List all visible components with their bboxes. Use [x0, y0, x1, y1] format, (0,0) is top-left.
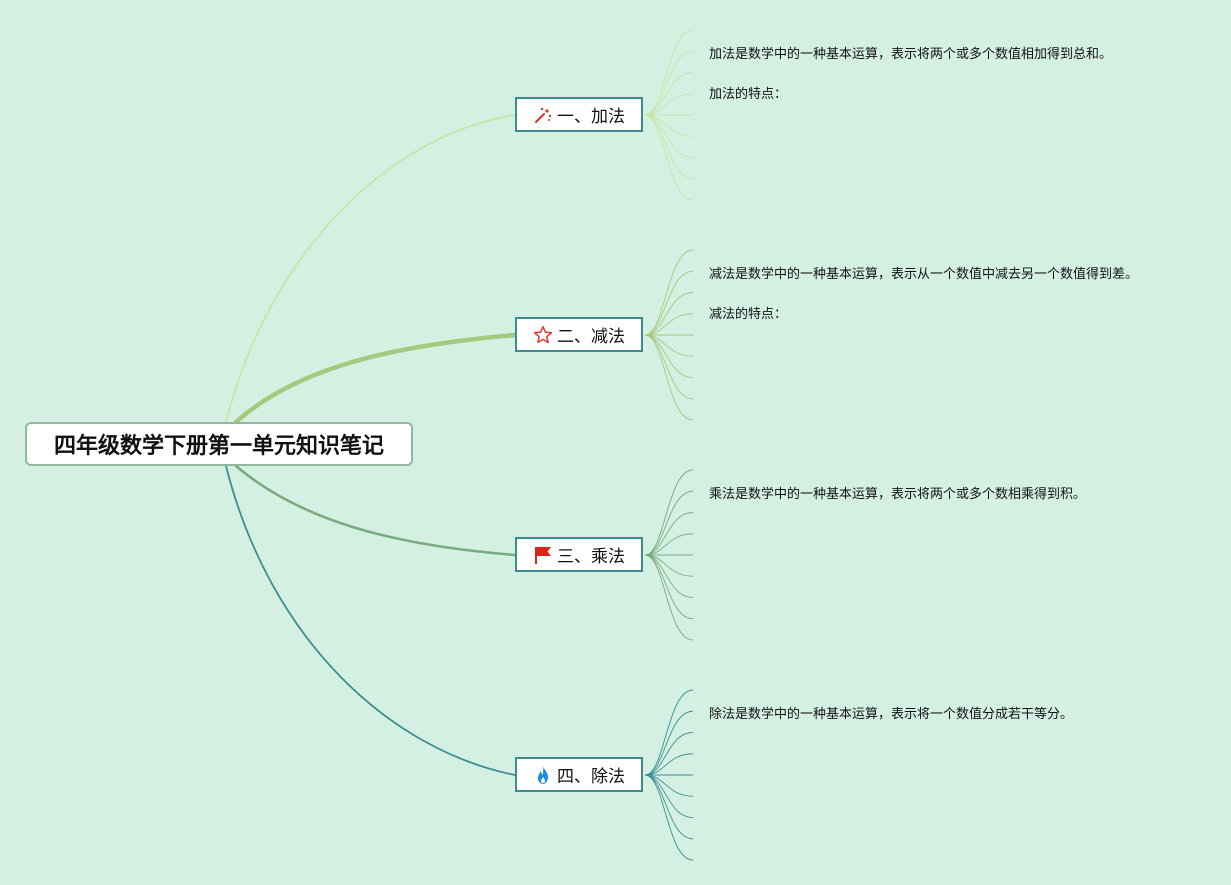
leaf-connector — [644, 512, 694, 556]
leaf-connector — [644, 732, 694, 776]
leaf-addition-features[interactable]: 加法的特点： — [709, 87, 788, 102]
leaf-connector — [644, 774, 694, 840]
branch-node-subtraction[interactable]: 二、减法 — [515, 317, 643, 352]
star-icon — [533, 325, 553, 345]
leaf-connector — [644, 490, 694, 556]
leaf-connector — [644, 774, 694, 818]
leaf-multiplication-definition[interactable]: 乘法是数学中的一种基本运算，表示将两个或多个数相乘得到积。 — [709, 487, 1087, 502]
leaf-subtraction-features[interactable]: 减法的特点： — [709, 307, 788, 322]
leaf-connector — [644, 554, 694, 641]
leaf-connector — [644, 334, 694, 400]
branch-label: 四、除法 — [557, 767, 625, 787]
branch-node-addition[interactable]: 一、加法 — [515, 97, 643, 132]
leaf-connector — [644, 334, 694, 378]
leaf-connector — [644, 72, 694, 116]
leaf-connector — [644, 114, 694, 201]
root-branch-connector — [225, 114, 516, 423]
leaf-division-definition[interactable]: 除法是数学中的一种基本运算，表示将一个数值分成若干等分。 — [709, 707, 1074, 722]
leaf-connector — [644, 50, 694, 116]
branch-node-multiplication[interactable]: 三、乘法 — [515, 537, 643, 572]
leaf-connector — [644, 554, 694, 620]
leaf-connector — [644, 29, 694, 116]
leaf-connector — [644, 334, 694, 421]
leaf-connector — [644, 292, 694, 336]
branch-label: 二、减法 — [557, 327, 625, 347]
leaf-connector — [644, 753, 694, 776]
leaf-connector — [644, 249, 694, 336]
leaf-connector — [644, 469, 694, 556]
root-node[interactable]: 四年级数学下册第一单元知识笔记 — [25, 422, 413, 466]
leaf-connector — [644, 710, 694, 776]
leaf-connector — [644, 270, 694, 336]
flag-icon — [533, 545, 553, 565]
root-branch-connector — [234, 464, 517, 557]
magic-wand-icon — [533, 105, 553, 125]
leaf-subtraction-definition[interactable]: 减法是数学中的一种基本运算，表示从一个数值中减去另一个数值得到差。 — [709, 267, 1139, 282]
branch-node-division[interactable]: 四、除法 — [515, 757, 643, 792]
leaf-connector — [644, 533, 694, 556]
leaf-connector — [644, 93, 694, 116]
root-branch-connector — [225, 465, 516, 776]
leaf-connector — [644, 774, 694, 861]
fire-icon — [533, 765, 553, 785]
leaf-connector — [644, 554, 694, 598]
root-title: 四年级数学下册第一单元知识笔记 — [53, 434, 384, 459]
leaf-connector — [644, 114, 694, 158]
leaf-connector — [644, 689, 694, 776]
root-branch-connector — [233, 332, 518, 425]
branch-label: 一、加法 — [557, 107, 625, 127]
leaf-connector — [644, 114, 694, 180]
leaf-addition-definition[interactable]: 加法是数学中的一种基本运算，表示将两个或多个数值相加得到总和。 — [709, 47, 1113, 62]
branch-label: 三、乘法 — [557, 547, 625, 567]
leaf-connector — [644, 313, 694, 336]
